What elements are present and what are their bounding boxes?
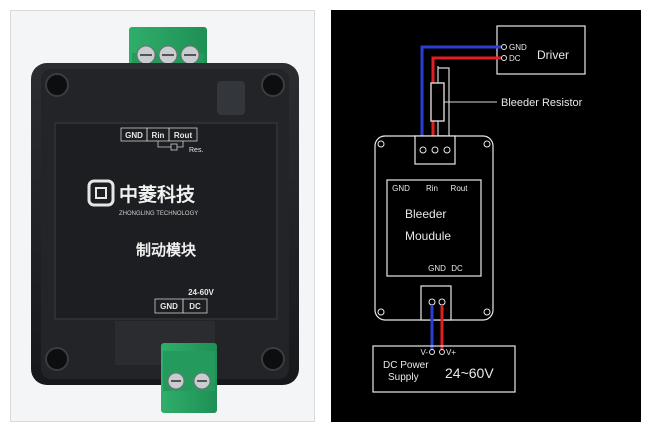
mount-hole-icon [45,347,69,371]
photo-label-gnd: GND [125,131,143,140]
module-pin-dc-bottom: DC [451,264,463,273]
module-pin-rout: Rout [451,184,469,193]
gnd-wire-top [420,45,501,158]
photo-label-dc-bottom: DC [189,302,201,311]
photo-voltage: 24-60V [188,288,214,297]
module-name-line1: Bleeder [405,207,446,221]
driver-label: Driver [537,48,569,62]
supply-pin-vminus: V- [420,348,428,357]
supply-label-line2: Supply [388,372,419,383]
supply-voltage: 24~60V [445,365,494,381]
resistor-label: Bleeder Resistor [501,97,583,109]
mount-hole-icon [45,73,69,97]
module-photo-svg: GND Rin Rout Res. 中菱科技 ZHONGLING TECHNOL… [31,27,299,413]
photo-label-rout: Rout [174,131,193,140]
driver-dc-pin: DC [509,54,521,63]
mount-hole-icon [261,347,285,371]
module-label: GND Rin Rout Res. 中菱科技 ZHONGLING TECHNOL… [54,122,278,320]
mount-hole-icon [261,73,285,97]
photo-brand-cn: 中菱科技 [119,183,196,206]
photo-res-label: Res. [189,147,203,154]
module-pin-gnd-bottom: GND [428,264,446,273]
supply-label-line1: DC Power [383,360,429,371]
wiring-diagram-svg: GND DC Driver Bleeder Resistor GND Rin R… [372,25,586,393]
zhongling-logo-icon [87,179,115,207]
dc-wire-top [431,56,501,158]
bleeder-module: GND Rin Rout Bleeder Moudule GND DC [374,135,494,321]
dc-power-supply: V- V+ DC Power Supply 24~60V [372,345,516,393]
module-photo: GND Rin Rout Res. 中菱科技 ZHONGLING TECHNOL… [10,10,315,422]
photo-label-rin: Rin [152,131,165,140]
bottom-terminal-block [115,321,217,413]
wiring-diagram: GND DC Driver Bleeder Resistor GND Rin R… [331,10,641,422]
module-pin-rin: Rin [426,184,438,193]
module-pin-gnd: GND [392,184,410,193]
module-name-line2: Moudule [405,229,451,243]
driver-box: GND DC Driver [496,25,586,75]
photo-brand-en: ZHONGLING TECHNOLOGY [119,211,198,217]
photo-label-gnd-bottom: GND [160,302,178,311]
photo-product-name: 制动模块 [136,241,197,259]
driver-gnd-pin: GND [509,43,527,52]
supply-pin-vplus: V+ [446,348,456,357]
